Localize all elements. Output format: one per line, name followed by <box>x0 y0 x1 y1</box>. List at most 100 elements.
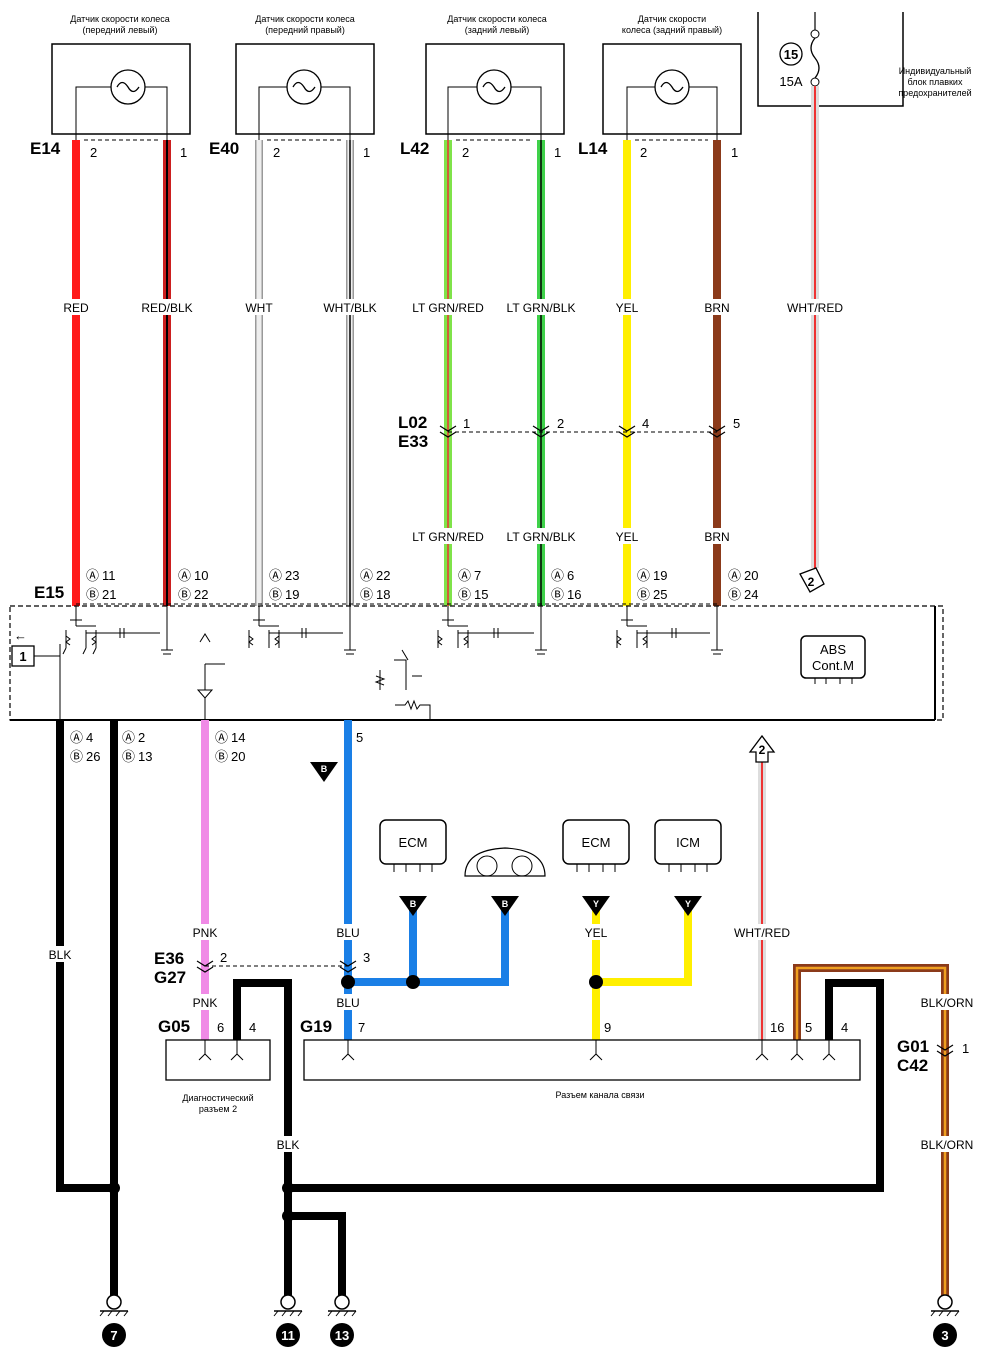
abs-control-module-icon: ABS Cont.M <box>800 635 866 684</box>
sensor-title: Датчик скорости <box>638 14 706 24</box>
connector-code: L14 <box>578 139 608 158</box>
sensor-title: Датчик скорости колеса <box>447 14 547 24</box>
svg-text:14: 14 <box>231 730 245 745</box>
inline-connector-g01-c42: G01 C42 1 <box>897 1037 969 1075</box>
svg-text:1: 1 <box>962 1041 969 1056</box>
svg-text:19: 19 <box>285 587 299 602</box>
svg-text:7: 7 <box>474 568 481 583</box>
svg-text:BLU: BLU <box>336 996 359 1010</box>
ground-number: 3 <box>941 1328 948 1343</box>
connector-code: E36 <box>154 949 184 968</box>
fuse-icon <box>810 37 820 79</box>
svg-text:25: 25 <box>653 587 667 602</box>
abs-label: ABS <box>820 642 846 657</box>
svg-text:Ⓐ: Ⓐ <box>269 568 282 583</box>
wire-label: WHT/BLK <box>323 301 376 315</box>
connector-code: G19 <box>300 1017 332 1036</box>
svg-text:2: 2 <box>808 575 815 589</box>
svg-text:BLK/ORN: BLK/ORN <box>921 996 974 1010</box>
ref-arrow-2-up-icon: 2 <box>748 734 776 763</box>
g05-label: Диагностический <box>182 1093 253 1103</box>
svg-text:2: 2 <box>759 743 766 757</box>
wire-label: LT GRN/BLK <box>507 530 576 544</box>
svg-text:Ⓑ: Ⓑ <box>122 749 135 764</box>
svg-text:13: 13 <box>138 749 152 764</box>
pin-label: 2 <box>90 145 97 160</box>
svg-text:Ⓐ: Ⓐ <box>360 568 373 583</box>
connector-code: G01 <box>897 1037 929 1056</box>
ground-7: 7 <box>99 1294 129 1347</box>
svg-text:Y: Y <box>593 899 599 909</box>
pin-label: 1 <box>554 145 561 160</box>
svg-text:6: 6 <box>567 568 574 583</box>
wire-label: YEL <box>616 530 639 544</box>
svg-text:7: 7 <box>358 1020 365 1035</box>
svg-text:Ⓐ: Ⓐ <box>122 730 135 745</box>
svg-text:16: 16 <box>770 1020 784 1035</box>
ecm-module-2: ECM Y <box>562 819 630 916</box>
svg-text:Ⓑ: Ⓑ <box>215 749 228 764</box>
svg-text:19: 19 <box>653 568 667 583</box>
ground-number: 13 <box>335 1328 349 1343</box>
fuse-block-label: предохранителей <box>898 88 971 98</box>
svg-text:PNK: PNK <box>193 996 218 1010</box>
svg-text:WHT/RED: WHT/RED <box>734 926 790 940</box>
connector-code: G27 <box>154 968 186 987</box>
icm-module: ICM Y <box>654 819 722 916</box>
svg-text:Ⓑ: Ⓑ <box>86 587 99 602</box>
ground-11: 11 <box>273 1294 303 1347</box>
sensor-rear-left: Датчик скорости колеса (задний левый) L4… <box>400 14 565 160</box>
svg-text:Ⓑ: Ⓑ <box>458 587 471 602</box>
sensor-front-right: Датчик скорости колеса (передний правый)… <box>209 14 375 160</box>
svg-text:Ⓐ: Ⓐ <box>551 568 564 583</box>
svg-text:15: 15 <box>474 587 488 602</box>
wire-labels-lower: BLK PNK BLU YEL WHT/RED PNK BLU BLK/ORN … <box>44 924 974 1152</box>
connector-code: L02 <box>398 413 427 432</box>
fuse-number: 15 <box>784 47 798 62</box>
connector-code: C42 <box>897 1056 928 1075</box>
svg-text:BLK: BLK <box>49 948 72 962</box>
svg-text:Ⓐ: Ⓐ <box>86 568 99 583</box>
pin-label: 5 <box>733 416 740 431</box>
ecm-label: ECM <box>399 835 428 850</box>
ground-13: 13 <box>327 1294 357 1347</box>
svg-text:Ⓑ: Ⓑ <box>637 587 650 602</box>
pin-label: 2 <box>273 145 280 160</box>
pin-label: 1 <box>731 145 738 160</box>
fuse-block: 15 15A Индивидуальный блок плавких предо… <box>757 12 972 107</box>
sensor-title: Датчик скорости колеса <box>70 14 170 24</box>
svg-text:24: 24 <box>744 587 758 602</box>
abs-internal-circuit <box>59 606 723 720</box>
svg-text:PNK: PNK <box>193 926 218 940</box>
wire-label: WHT <box>245 301 273 315</box>
svg-text:BLU: BLU <box>336 926 359 940</box>
inline-connector-l02-e33: L02 E33 1 2 4 5 LT GRN/RED LT GRN/BLK YE… <box>398 413 740 544</box>
wire-label: BRN <box>704 530 729 544</box>
connector-code: G05 <box>158 1017 190 1036</box>
svg-text:4: 4 <box>249 1020 256 1035</box>
svg-text:Y: Y <box>685 899 691 909</box>
sensor-front-left: Датчик скорости колеса (передний левый) … <box>30 14 191 160</box>
ecm-module-1: ECM B <box>379 819 447 916</box>
icm-label: ICM <box>676 835 700 850</box>
svg-text:4: 4 <box>841 1020 848 1035</box>
svg-text:Ⓐ: Ⓐ <box>637 568 650 583</box>
diagnostic-connector-g05: G05 6 4 Диагностический разъем 2 <box>158 1017 271 1114</box>
svg-text:BLK/ORN: BLK/ORN <box>921 1138 974 1152</box>
fuse-block-label: Индивидуальный <box>899 66 972 76</box>
ref-arrow-2-down-icon: 2 <box>799 567 825 593</box>
svg-text:22: 22 <box>376 568 390 583</box>
pin-label: 2 <box>462 145 469 160</box>
svg-text:11: 11 <box>102 568 116 583</box>
svg-text:Ⓐ: Ⓐ <box>178 568 191 583</box>
wire-label: WHT/RED <box>787 301 843 315</box>
svg-text:Ⓑ: Ⓑ <box>70 749 83 764</box>
bus-b-marker: B <box>310 762 338 782</box>
svg-text:5: 5 <box>356 730 363 745</box>
svg-text:B: B <box>502 899 509 909</box>
svg-text:BLK: BLK <box>277 1138 300 1152</box>
svg-text:26: 26 <box>86 749 100 764</box>
svg-text:21: 21 <box>102 587 116 602</box>
svg-text:Ⓑ: Ⓑ <box>360 587 373 602</box>
svg-text:3: 3 <box>363 950 370 965</box>
